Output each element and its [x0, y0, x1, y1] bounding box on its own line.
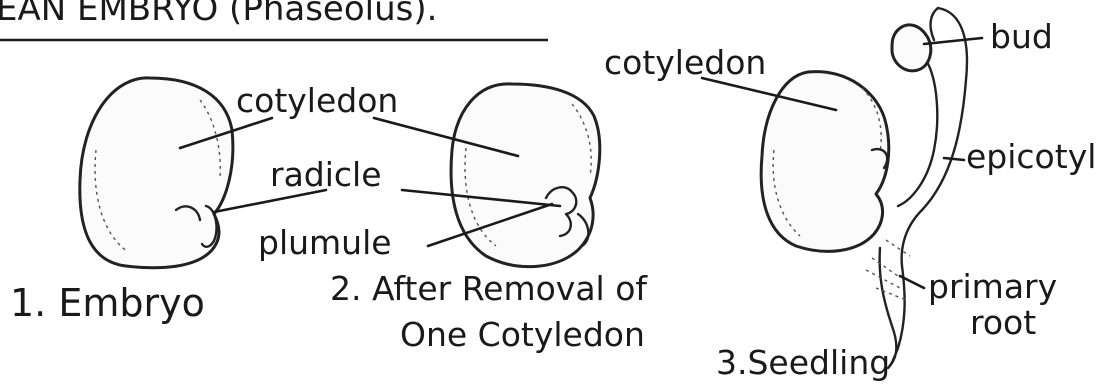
figure-2-open-embryo	[451, 84, 600, 267]
label-cotyledon-fig1: cotyledon	[236, 81, 398, 120]
label-primary: primary	[928, 267, 1057, 306]
caption-seedling: 3.Seedling	[716, 343, 890, 382]
figure-1-embryo	[80, 78, 233, 268]
figure-3-seedling	[761, 8, 967, 368]
diagram-title: EAN EMBRYO (Phaseolus).	[0, 0, 437, 29]
label-bud: bud	[990, 17, 1053, 56]
label-plumule: plumule	[258, 223, 392, 262]
seedling-cotyledon-shape	[761, 72, 889, 252]
caption-after-removal-line1: 2. After Removal of	[330, 269, 648, 308]
label-radicle: radicle	[270, 155, 382, 194]
leader-epicotyl	[944, 158, 964, 160]
label-root: root	[970, 303, 1036, 342]
label-epicotyl: epicotyl	[966, 137, 1096, 176]
label-cotyledon-fig3: cotyledon	[604, 43, 766, 82]
caption-embryo: 1. Embryo	[10, 281, 205, 325]
embryo-cotyledon-shape	[80, 78, 233, 268]
epicotyl-hook	[931, 8, 938, 40]
caption-after-removal-line2: One Cotyledon	[400, 315, 645, 354]
epicotyl-inner-line	[898, 60, 937, 206]
seedling-bud-shape	[892, 25, 931, 71]
